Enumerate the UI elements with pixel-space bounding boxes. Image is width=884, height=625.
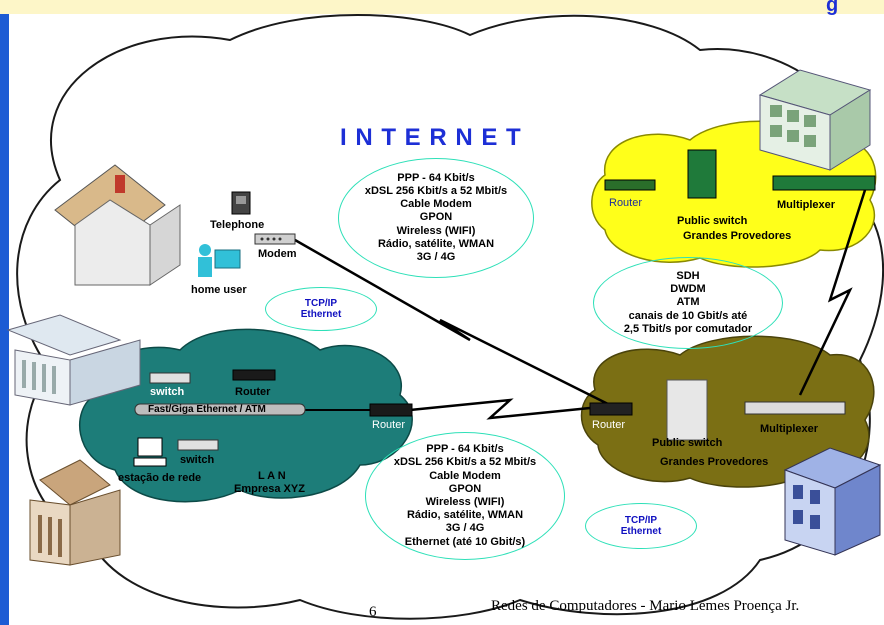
lan-router-right-icon (369, 403, 413, 417)
access-box-top-line: Wireless (WIFI) (396, 224, 476, 237)
tcpip-right-line2: Ethernet (620, 526, 662, 537)
access-box-bottom-line: GPON (448, 482, 482, 495)
internet-title: I N T E R N E T (340, 124, 522, 151)
lan-switch-bottom-label: switch (180, 454, 215, 466)
lan-backbone-bar (134, 403, 306, 416)
provider-top-multiplexer-label: Multiplexer (777, 199, 836, 211)
home-user-label: home user (191, 284, 247, 296)
access-box-top-line: GPON (419, 211, 453, 224)
access-box-top-line: xDSL 256 Kbit/s a 52 Mbit/s (364, 185, 508, 198)
access-box-bottom-line: Ethernet (até 10 Gbit/s) (404, 535, 526, 548)
backbone-link (798, 189, 867, 396)
backbone-box-line: DWDM (670, 283, 706, 296)
provider-bottom-router-icon (589, 402, 633, 416)
modem-label: Modem (258, 248, 297, 260)
top-banner: g (0, 0, 884, 16)
backbone-box-line: ATM (676, 296, 700, 309)
office-building-top-icon (758, 69, 872, 171)
access-box-bottom-line: xDSL 256 Kbit/s a 52 Mbit/s (393, 456, 537, 469)
access-box-top-line: 3G / 4G (416, 250, 456, 263)
lan-backbone-label: Fast/Giga Ethernet / ATM (148, 404, 266, 415)
lan-router-top-label: Router (235, 386, 271, 398)
left-accent-bar (0, 14, 9, 625)
home-user-icon (198, 244, 241, 277)
provider-bottom-multiplexer-icon (744, 401, 846, 415)
backbone-box-line: 2,5 Tbit/s por comutador (623, 322, 753, 335)
provider-top-public-switch-label: Public switch (677, 215, 748, 227)
workstation-icon (133, 437, 167, 467)
access-box-bottom-line: Rádio, satélite, WMAN (406, 509, 524, 522)
footer-credit: Redes de Computadores - Mario Lemes Proe… (491, 598, 800, 614)
lan-router-right-label: Router (372, 419, 406, 431)
provider-bottom-cloud (580, 335, 875, 488)
bank-building-icon (29, 459, 121, 566)
lan-station-label: estação de rede (118, 472, 202, 484)
government-building-icon (6, 314, 141, 406)
lan-provider-link (409, 398, 591, 420)
provider-bottom-multiplexer-label: Multiplexer (760, 423, 819, 435)
tcpip-right-line1: TCP/IP (624, 515, 658, 526)
tcpip-left-line1: TCP/IP (304, 298, 338, 309)
provider-top-router-label: Router (609, 197, 643, 209)
provider-top-multiplexer-icon (772, 175, 876, 191)
provider-top-router-icon (604, 179, 656, 191)
access-box-top-line: Cable Modem (400, 198, 472, 211)
lan-switch-bottom-icon (177, 439, 219, 451)
provider-top-public-switch-icon (687, 149, 717, 199)
telephone-label: Telephone (210, 219, 265, 231)
modem-link (294, 238, 611, 407)
provider-bottom-name-label: Grandes Provedores (660, 456, 769, 468)
access-box-bottom-line: Wireless (WIFI) (425, 496, 505, 508)
house-icon (54, 164, 181, 286)
provider-bottom-public-switch-label: Public switch (652, 437, 723, 449)
tcpip-left-line2: Ethernet (300, 309, 342, 320)
provider-top-name-label: Grandes Provedores (683, 230, 792, 242)
access-box-top-line: PPP - 64 Kbit/s (397, 171, 475, 184)
tcpip-ellipse-left: TCP/IP Ethernet (265, 287, 377, 331)
access-box-bottom-line: PPP - 64 Kbit/s (426, 443, 504, 456)
lan-company-label: Empresa XYZ (234, 483, 305, 495)
page-number: 6 (369, 604, 377, 620)
telephone-icon (231, 191, 251, 215)
lan-router-top-icon (232, 369, 276, 381)
lan-switch-top-label: switch (150, 386, 185, 398)
banner-glyph: g (826, 0, 839, 16)
lan-name-label: L A N (258, 470, 286, 482)
lan-switch-top-icon (149, 372, 191, 384)
backbone-box-line: SDH (676, 270, 700, 283)
tcpip-ellipse-right: TCP/IP Ethernet (585, 503, 697, 549)
access-box-bottom-line: Cable Modem (429, 469, 501, 482)
access-box-bottom-line: 3G / 4G (445, 522, 485, 535)
office-building-bottom-icon (783, 447, 882, 556)
provider-bottom-router-label: Router (592, 419, 626, 431)
provider-bottom-public-switch-icon (666, 379, 708, 441)
backbone-box-line: canais de 10 Gbit/s até (628, 309, 748, 322)
modem-icon (254, 233, 296, 245)
access-box-top-line: Rádio, satélite, WMAN (377, 237, 495, 250)
